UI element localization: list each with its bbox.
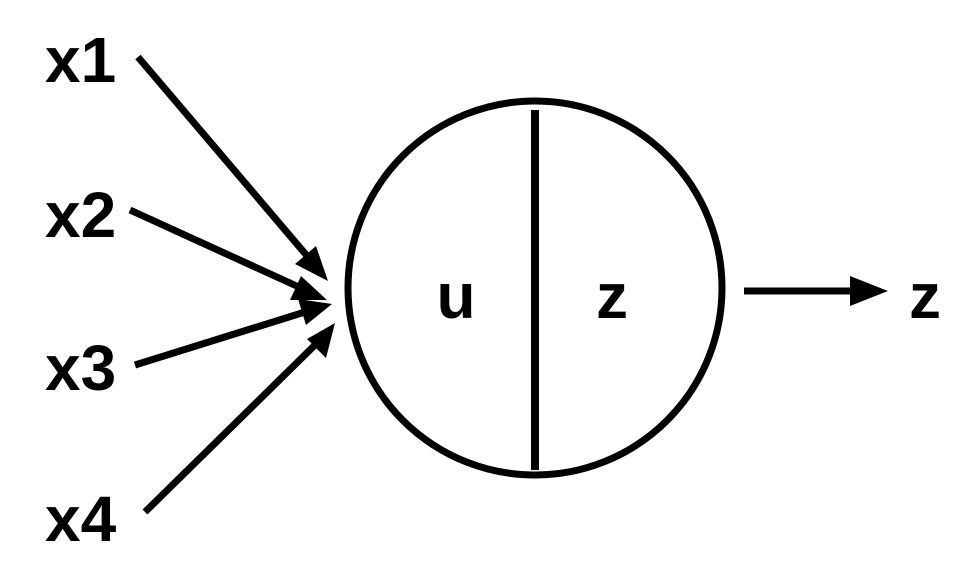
input-arrow-x2 [128, 206, 327, 300]
input-label-x4: x4 [45, 483, 117, 555]
input-arrow-x1 [135, 54, 328, 281]
input-label-x3: x3 [45, 332, 116, 404]
neuron-circle [344, 97, 726, 479]
input-arrow-x3 [133, 299, 332, 369]
output-arrow [744, 276, 888, 306]
input-label-x1: x1 [45, 24, 116, 96]
neuron-output-label: z [596, 260, 628, 332]
output-label: z [909, 260, 941, 332]
input-label-x2: x2 [45, 179, 116, 251]
neuron-input-label: u [436, 260, 475, 332]
input-arrow-x4 [142, 323, 335, 515]
